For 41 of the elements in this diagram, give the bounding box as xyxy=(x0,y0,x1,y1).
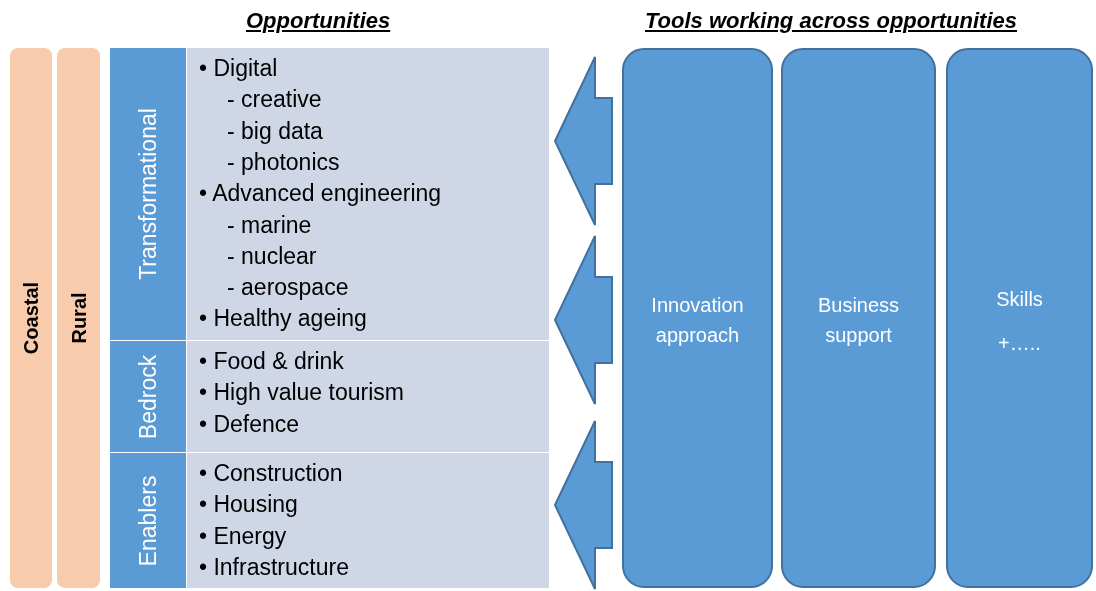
list-item: • Construction xyxy=(199,460,343,487)
tool-label: Innovation approach xyxy=(650,293,745,348)
list-item: - photonics xyxy=(227,148,340,176)
section-heading: Tools working across opportunities xyxy=(645,8,1017,34)
list-item: • Housing xyxy=(199,491,298,519)
opportunity-panel xyxy=(186,48,549,340)
region-label: Rural xyxy=(67,292,90,344)
opportunity-panel xyxy=(186,340,549,452)
list-item: • Healthy ageing xyxy=(199,305,367,333)
list-item: • Defence xyxy=(199,410,300,438)
list-item: - aerospace xyxy=(227,274,349,302)
tool-box xyxy=(946,48,1093,588)
region-band xyxy=(10,48,52,588)
region-band xyxy=(57,48,100,588)
category-label: Enablers xyxy=(134,475,162,566)
list-item: • Advanced engineering xyxy=(199,180,442,208)
opportunity-panel xyxy=(186,452,549,588)
tool-box xyxy=(781,48,936,588)
tool-label: +….. xyxy=(997,331,1042,356)
section-heading: Opportunities xyxy=(246,8,391,34)
list-item: - nuclear xyxy=(227,242,317,270)
list-item: - big data xyxy=(227,117,323,145)
list-item: - creative xyxy=(227,86,322,114)
category-header xyxy=(110,340,186,452)
list-item: • Infrastructure xyxy=(199,553,349,581)
list-item: • Food & drink xyxy=(199,348,344,375)
block-arrow xyxy=(553,235,613,405)
list-item: • Digital xyxy=(199,55,278,82)
tool-label: Skills xyxy=(995,287,1044,312)
category-header xyxy=(110,452,186,588)
region-label: Coastal xyxy=(19,281,43,355)
category-label: Bedrock xyxy=(134,354,162,439)
tool-label: Business support xyxy=(816,293,901,348)
list-item: • High value tourism xyxy=(199,379,404,407)
category-label: Transformational xyxy=(134,108,162,280)
list-item: • Energy xyxy=(199,522,287,550)
block-arrow xyxy=(553,420,613,590)
category-header xyxy=(110,48,186,340)
list-item: - marine xyxy=(227,211,312,239)
tool-box xyxy=(622,48,773,588)
block-arrow xyxy=(553,56,613,226)
